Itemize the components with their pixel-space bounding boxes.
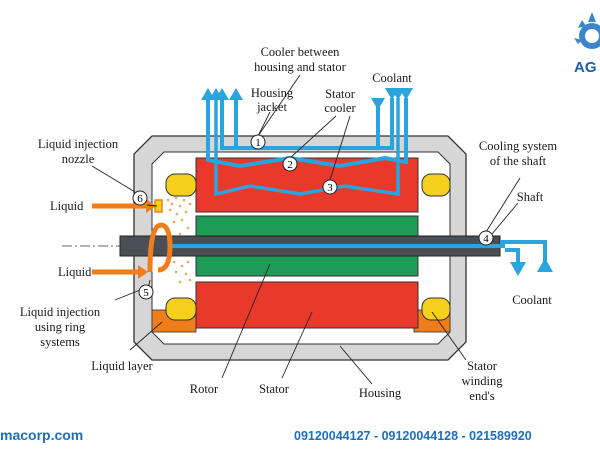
winding-end-top-right xyxy=(421,173,451,197)
label-coolant-top: Coolant xyxy=(372,71,412,85)
label-housing: Housing xyxy=(359,386,402,400)
marker-4: 4 xyxy=(478,230,494,246)
label-housing-jacket-1: Housing xyxy=(251,86,294,100)
marker-5: 5 xyxy=(138,284,154,300)
label-ring-3: systems xyxy=(40,335,80,349)
label-housing-jacket-2: jacket xyxy=(256,100,287,114)
svg-text:2: 2 xyxy=(287,159,293,171)
gear-drop-logo-icon xyxy=(574,12,600,49)
logo-text: AG xyxy=(574,59,597,76)
label-stator-cooler-2: cooler xyxy=(324,101,356,115)
winding-end-bottom-right xyxy=(421,297,451,321)
label-cooling-system-2: of the shaft xyxy=(490,154,547,168)
label-shaft: Shaft xyxy=(517,190,544,204)
label-liquid-top: Liquid xyxy=(50,199,84,213)
label-injection-nozzle-1: Liquid injection xyxy=(38,137,119,151)
coolant-stator-channel xyxy=(206,98,408,169)
label-stator-cooler-1: Stator xyxy=(325,87,356,101)
label-cooling-system-1: Cooling system xyxy=(479,139,557,153)
label-coolant-right: Coolant xyxy=(512,293,552,307)
footer-phones: 09120044127 - 09120044128 - 021589920 xyxy=(294,429,532,443)
label-ring-2: using ring xyxy=(35,320,86,334)
label-winding-ends-3: end's xyxy=(469,389,494,403)
label-liquid-layer: Liquid layer xyxy=(91,359,153,373)
marker-2: 2 xyxy=(282,156,298,172)
rotor-top xyxy=(195,215,419,237)
label-injection-nozzle-2: nozzle xyxy=(62,152,95,166)
svg-text:3: 3 xyxy=(327,182,333,194)
svg-text:5: 5 xyxy=(143,287,149,299)
coolant-outflow-arrows xyxy=(371,88,413,148)
label-ring-1: Liquid injection xyxy=(20,305,101,319)
liquid-injection-top xyxy=(92,199,163,213)
svg-text:4: 4 xyxy=(483,233,489,245)
stator-top xyxy=(195,157,419,213)
liquid-spray-dots xyxy=(166,196,192,284)
liquid-injection-ring xyxy=(92,222,173,279)
rotor-bottom xyxy=(195,255,419,277)
label-cooler-between-2: housing and stator xyxy=(254,60,346,74)
stator-bottom xyxy=(195,281,419,329)
winding-end-top-left xyxy=(165,173,197,197)
label-stator: Stator xyxy=(259,382,290,396)
label-liquid-bottom: Liquid xyxy=(58,265,92,279)
coolant-housing-channel xyxy=(220,98,394,150)
label-winding-ends-1: Stator xyxy=(467,359,498,373)
footer-website[interactable]: macorp.com xyxy=(0,427,83,443)
svg-text:6: 6 xyxy=(137,193,143,205)
marker-1: 1 xyxy=(250,134,266,150)
shaft-coolant-down-arrow xyxy=(510,262,526,276)
coolant-stator-cooler xyxy=(214,98,400,197)
label-cooler-between-1: Cooler between xyxy=(261,45,341,59)
svg-text:1: 1 xyxy=(255,137,261,149)
label-winding-ends-2: winding xyxy=(462,374,504,388)
shaft-coolant-up-arrow xyxy=(537,258,553,272)
marker-6: 6 xyxy=(132,190,148,206)
coolant-inflow-arrows xyxy=(201,88,243,150)
label-rotor: Rotor xyxy=(190,382,219,396)
leader-lines xyxy=(91,74,521,385)
winding-end-bottom-left xyxy=(165,297,197,321)
marker-3: 3 xyxy=(322,179,338,195)
